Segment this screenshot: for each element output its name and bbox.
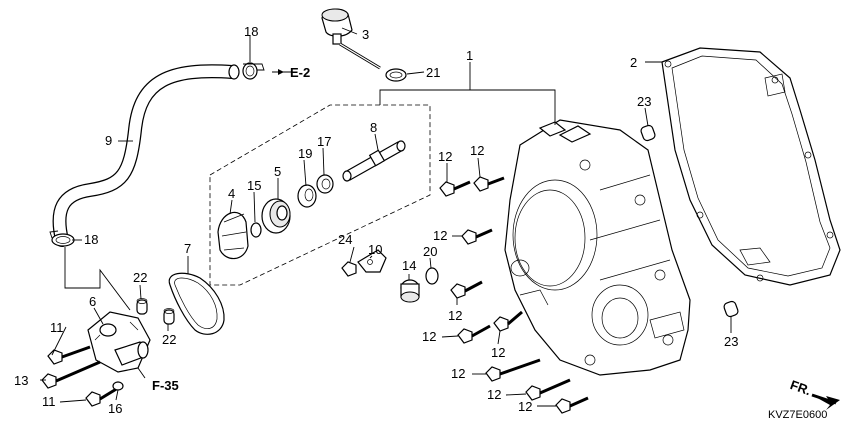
ref-e2: E-2	[290, 65, 310, 80]
callout-12-e: 12	[422, 329, 436, 344]
callout-8: 8	[370, 120, 377, 135]
callout-11-upper: 11	[50, 320, 64, 335]
front-direction-arrow	[811, 393, 840, 410]
ref-f35: F-35	[152, 378, 179, 393]
hose-clamp-lower	[49, 230, 75, 247]
callout-18-upper: 18	[244, 24, 258, 39]
callout-14: 14	[402, 258, 416, 273]
callout-22-lower: 22	[162, 332, 176, 347]
diagram-code: KVZ7E0600	[768, 409, 827, 421]
impeller	[217, 211, 249, 260]
callout-12-i: 12	[518, 399, 532, 414]
callout-19: 19	[298, 146, 312, 161]
callout-6: 6	[89, 294, 96, 309]
cover-bolts-12	[439, 176, 589, 414]
washer-17	[316, 174, 334, 194]
bolt-11-upper	[47, 345, 91, 365]
callout-24: 24	[338, 232, 352, 247]
o-ring-21	[385, 68, 407, 82]
oil-dipstick	[321, 8, 381, 70]
mechanical-seal	[261, 198, 291, 234]
callout-12-a: 12	[438, 149, 452, 164]
callout-15: 15	[247, 178, 261, 193]
callout-17: 17	[317, 134, 331, 149]
callout-12-b: 12	[470, 143, 484, 158]
callout-21: 21	[426, 65, 440, 80]
right-crankcase-cover	[504, 119, 691, 376]
bolt-24	[341, 261, 357, 277]
bolt-13	[41, 360, 101, 389]
callout-1: 1	[466, 48, 473, 63]
cover-gasket	[661, 47, 841, 286]
setting-plate	[357, 249, 387, 273]
callout-12-g: 12	[451, 366, 465, 381]
dowel-pin-22-b	[163, 308, 175, 325]
callout-13: 13	[14, 373, 28, 388]
water-hose	[52, 64, 240, 247]
plug-14	[400, 279, 420, 303]
callout-10: 10	[368, 242, 382, 257]
dowel-pin-22-a	[136, 298, 148, 315]
callout-12-c: 12	[433, 228, 447, 243]
callout-11-lower: 11	[42, 394, 56, 409]
washer-16	[112, 381, 124, 391]
callout-16: 16	[108, 401, 122, 416]
callout-12-d: 12	[448, 308, 462, 323]
bearing-19	[297, 184, 317, 208]
callout-23-upper: 23	[637, 94, 651, 109]
dowel-pin-23-upper	[640, 124, 656, 142]
callout-9: 9	[105, 133, 112, 148]
callout-5: 5	[274, 164, 281, 179]
callout-18-lower: 18	[84, 232, 98, 247]
callout-3: 3	[362, 27, 369, 42]
water-pump-shaft	[342, 140, 406, 182]
washer-15	[250, 222, 262, 238]
callout-12-h: 12	[487, 387, 501, 402]
water-pump-subassembly-frame	[209, 104, 431, 286]
hose-clamp-upper	[242, 62, 265, 80]
pump-o-ring-7	[168, 272, 225, 335]
ref-front: FR.	[788, 377, 813, 398]
water-pump-cover	[87, 311, 151, 373]
callout-12-f: 12	[491, 345, 505, 360]
callout-22-upper: 22	[133, 270, 147, 285]
callout-7: 7	[184, 241, 191, 256]
callout-23-lower: 23	[724, 334, 738, 349]
o-ring-20	[425, 267, 439, 285]
callout-2: 2	[630, 55, 637, 70]
leader-lines	[40, 27, 732, 407]
callout-20: 20	[423, 244, 437, 259]
callout-4: 4	[228, 186, 235, 201]
dowel-pin-23-lower	[723, 300, 739, 318]
